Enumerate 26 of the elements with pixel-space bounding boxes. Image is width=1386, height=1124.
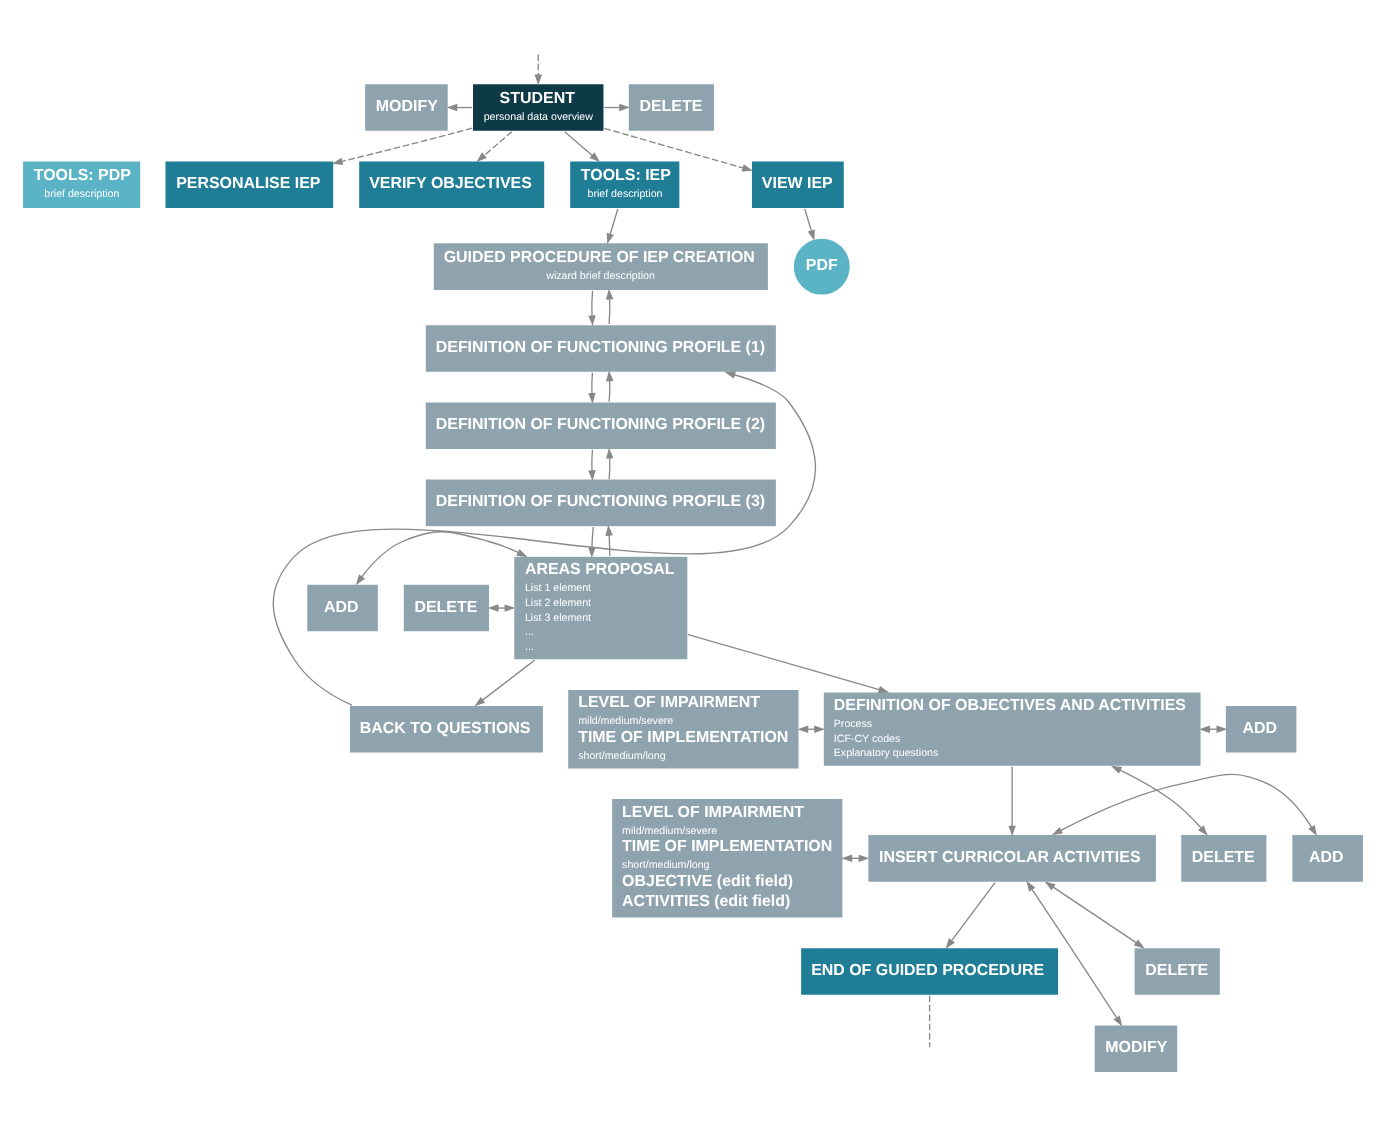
arrow [588, 370, 596, 403]
arrow [487, 603, 516, 611]
arrow [355, 530, 528, 585]
arrow [606, 369, 614, 402]
connector [928, 993, 931, 1047]
arrow [332, 126, 473, 164]
arrow [606, 446, 614, 479]
arrow [1008, 765, 1016, 836]
arrow [1044, 880, 1145, 948]
arrow [534, 52, 542, 85]
arrow [474, 658, 536, 706]
arrow [564, 129, 601, 162]
arrow [605, 287, 614, 324]
arrow [687, 632, 890, 693]
arrow [603, 126, 753, 171]
arrow [476, 129, 513, 162]
arrow [1026, 879, 1123, 1026]
arrow [804, 207, 815, 240]
arrow [1051, 772, 1317, 835]
arrow [945, 880, 996, 948]
arrow [606, 207, 619, 244]
arrow [272, 370, 817, 705]
arrow [588, 448, 596, 480]
arrow [605, 524, 613, 556]
arrow [1110, 764, 1208, 835]
arrow [588, 289, 596, 326]
